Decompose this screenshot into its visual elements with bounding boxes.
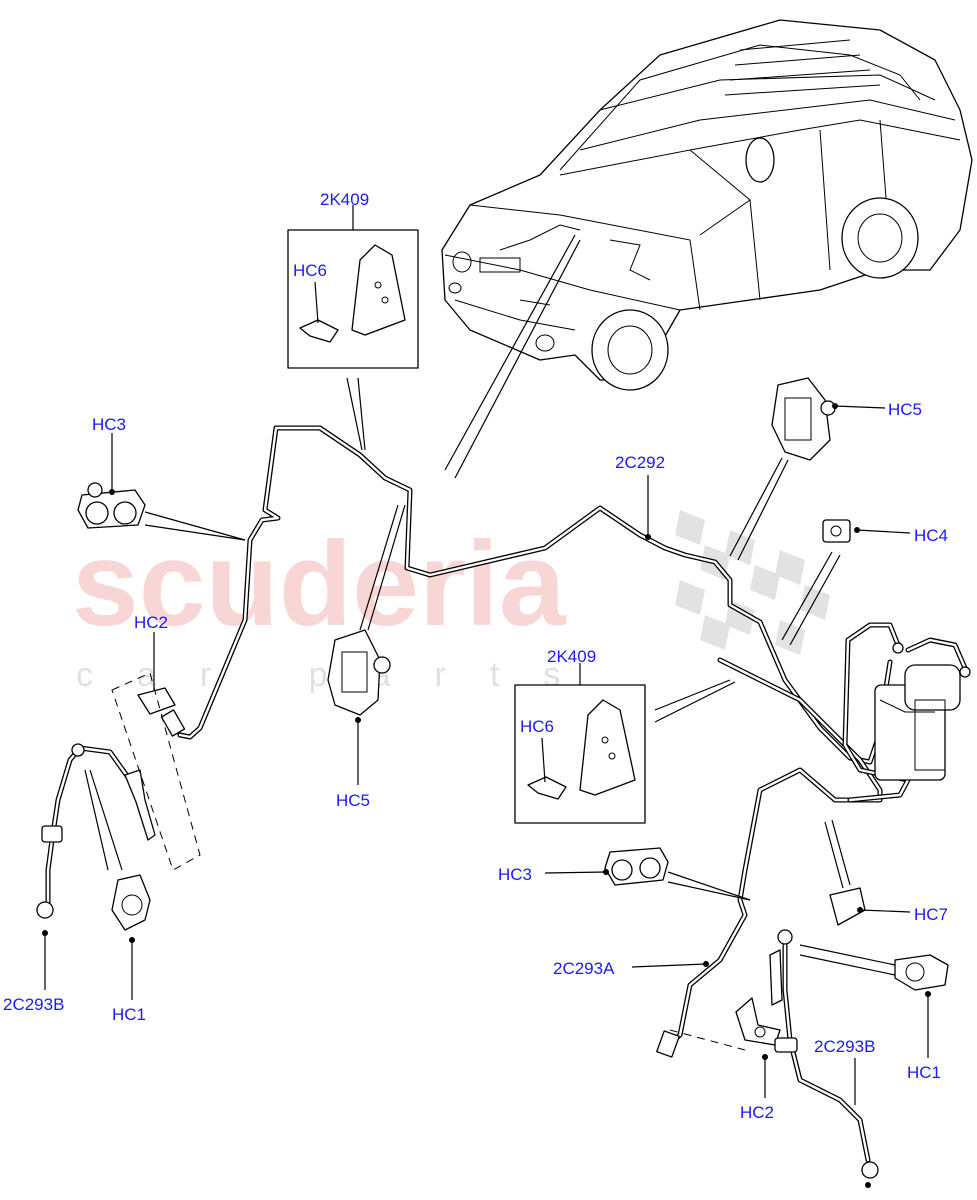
label-hc6-mid: HC6 [520,717,554,736]
label-2c293b-right: 2C293B [814,1037,875,1056]
hc2-left-part [111,672,201,871]
label-2k409-mid: 2K409 [547,647,596,666]
label-hc4: HC4 [914,526,948,545]
abs-modulator [874,642,971,781]
callout-labels: HC3 HC2 HC1 2C293B 2K409 HC6 HC5 HC5 HC4… [3,190,948,1122]
hc1-left-part [111,874,151,943]
label-hc3-left: HC3 [92,415,126,434]
watermark-sub: car parts [76,656,604,694]
label-hc6-top: HC6 [293,261,327,280]
hc3-right-part [603,847,669,886]
label-2k409-top: 2K409 [320,190,369,209]
label-hc1-left: HC1 [112,1005,146,1024]
hc5-mid-part [327,629,391,723]
hc4-part [822,519,860,543]
flex-hose-right [762,929,879,1188]
leader-vehicle-2 [454,239,581,479]
label-2c292: 2C292 [615,453,665,472]
k409-top-box [287,229,419,369]
label-hc3-right: HC3 [498,865,532,884]
hc5-right-part [771,377,838,461]
k409-mid-box [514,684,646,824]
label-2c293b-left: 2C293B [3,995,64,1014]
vehicle-outline [441,19,973,391]
label-hc5-mid: HC5 [336,791,370,810]
label-hc2-right: HC2 [740,1103,774,1122]
hc1-right-part [894,954,949,997]
label-hc5-right: HC5 [888,400,922,419]
label-hc2-left: HC2 [134,613,168,632]
watermark: scuderia car parts [72,510,830,694]
pipe-end-right [656,1030,680,1058]
leader-vehicle-1 [444,234,576,471]
main-brake-pipe [177,425,968,1048]
pipe-end-left [160,709,186,737]
label-hc1-right: HC1 [907,1063,941,1082]
label-hc7: HC7 [914,905,948,924]
flex-hose-left [36,743,156,936]
label-2c293a: 2C293A [553,959,615,978]
leader-lines [44,205,929,1105]
hc7-part [829,887,866,926]
watermark-brand: scuderia [72,517,567,651]
hc2-right-part [669,997,781,1051]
hc3-left-part [77,482,146,529]
